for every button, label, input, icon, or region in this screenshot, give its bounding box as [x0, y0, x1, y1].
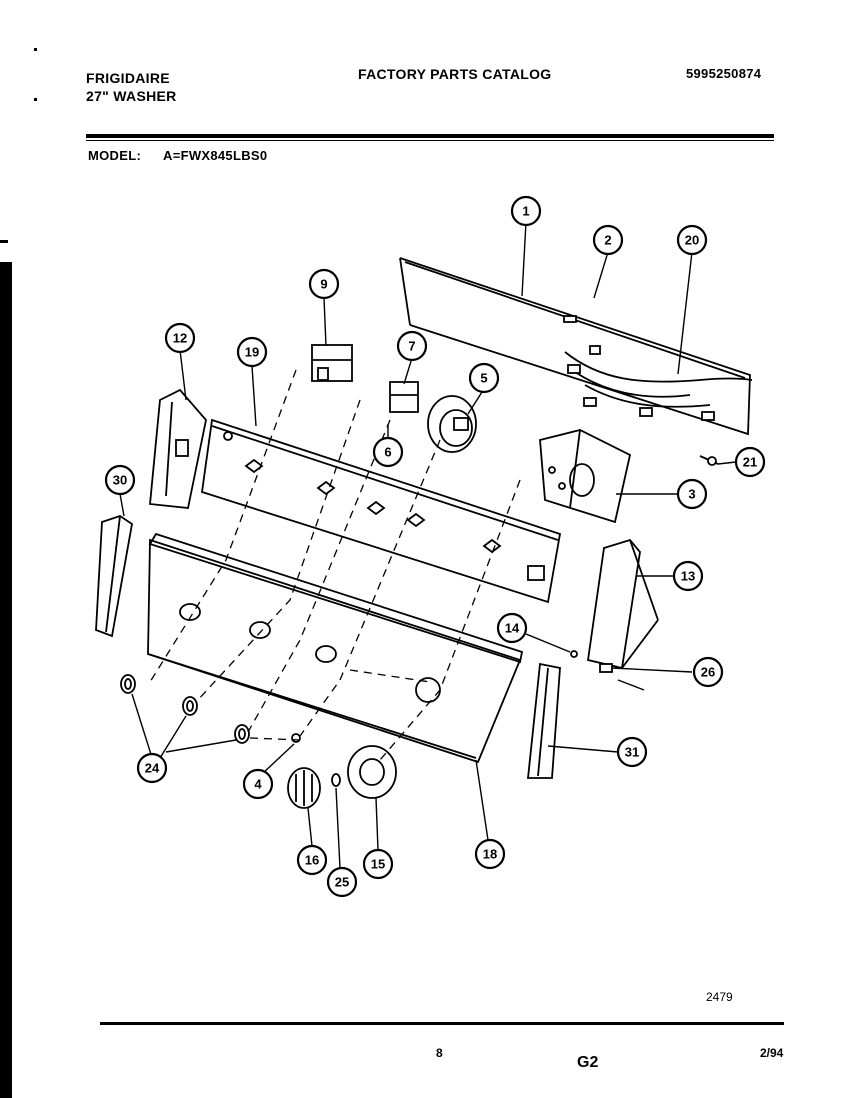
svg-text:20: 20: [685, 233, 699, 248]
timer-part: [539, 429, 632, 524]
svg-text:30: 30: [113, 473, 127, 488]
callout-24: 24: [136, 752, 168, 784]
svg-text:1: 1: [522, 204, 529, 219]
callout-21: 21: [734, 446, 766, 478]
scan-dot: [34, 48, 37, 51]
svg-text:3: 3: [688, 487, 695, 502]
page-number: 8: [436, 1046, 443, 1060]
console-front-part: [147, 532, 524, 764]
svg-text:5: 5: [480, 371, 487, 386]
knob-part: [287, 767, 321, 809]
catalog-title: FACTORY PARTS CATALOG: [358, 66, 552, 82]
selector-switch-part: [427, 395, 477, 453]
drawing-number: 2479: [706, 990, 733, 1004]
switch-part: [311, 344, 353, 382]
left-trim-part: [95, 515, 133, 638]
footer-rule: [100, 1022, 784, 1025]
scan-edge-mark: [0, 262, 12, 1098]
product-name: 27" WASHER: [86, 88, 177, 104]
callout-19: 19: [236, 336, 268, 368]
svg-text:16: 16: [305, 853, 319, 868]
callout-18: 18: [474, 838, 506, 870]
svg-text:13: 13: [681, 569, 695, 584]
svg-text:2: 2: [604, 233, 611, 248]
svg-text:7: 7: [408, 339, 415, 354]
callout-3: 3: [676, 478, 708, 510]
callout-26: 26: [692, 656, 724, 688]
callout-4: 4: [242, 768, 274, 800]
svg-text:19: 19: [245, 345, 259, 360]
svg-text:25: 25: [335, 875, 349, 890]
callout-15: 15: [362, 848, 394, 880]
catalog-number: 5995250874: [686, 66, 762, 81]
svg-text:21: 21: [743, 455, 757, 470]
screw-part: [699, 455, 719, 466]
header-rule: [86, 134, 774, 138]
svg-text:26: 26: [701, 665, 715, 680]
svg-text:12: 12: [173, 331, 187, 346]
svg-text:6: 6: [384, 445, 391, 460]
clip-part: [291, 733, 301, 743]
scan-edge-tick: [0, 240, 8, 243]
right-end-cap-part: [586, 538, 659, 670]
callout-5: 5: [468, 362, 500, 394]
callout-31: 31: [616, 736, 648, 768]
right-trim-part: [527, 662, 561, 779]
model-label: MODEL:: [88, 148, 142, 163]
callout-9: 9: [308, 268, 340, 300]
model-value: A=FWX845LBS0: [163, 148, 268, 163]
callout-25: 25: [326, 866, 358, 898]
svg-text:9: 9: [320, 277, 327, 292]
svg-text:24: 24: [145, 761, 160, 776]
revision-date: 2/94: [760, 1046, 784, 1060]
small-switch-part: [389, 381, 419, 413]
callout-13: 13: [672, 560, 704, 592]
scan-dot: [34, 98, 37, 101]
callout-20: 20: [676, 224, 708, 256]
callout-16: 16: [296, 844, 328, 876]
control-panel-part: [201, 418, 562, 604]
callout-14: 14: [496, 612, 528, 644]
rear-panel-part: [399, 257, 753, 436]
brand-name: FRIGIDAIRE: [86, 70, 170, 86]
left-end-cap-part: [149, 388, 207, 509]
callout-6: 6: [372, 436, 404, 468]
svg-text:18: 18: [483, 847, 497, 862]
section-code: G2: [577, 1054, 599, 1071]
svg-text:4: 4: [254, 777, 262, 792]
callout-30: 30: [104, 464, 136, 496]
callout-1: 1: [510, 195, 542, 227]
svg-text:15: 15: [371, 857, 385, 872]
header-rule-thin: [86, 140, 774, 141]
dial-part: [347, 745, 397, 799]
callout-7: 7: [396, 330, 428, 362]
spring-part: [331, 773, 341, 787]
svg-text:14: 14: [505, 621, 520, 636]
alignment-lines: [149, 369, 521, 761]
svg-text:31: 31: [625, 745, 639, 760]
knob-insert-parts: [120, 674, 250, 744]
callout-2: 2: [592, 224, 624, 256]
leader-lines: [119, 221, 737, 869]
callout-12: 12: [164, 322, 196, 354]
